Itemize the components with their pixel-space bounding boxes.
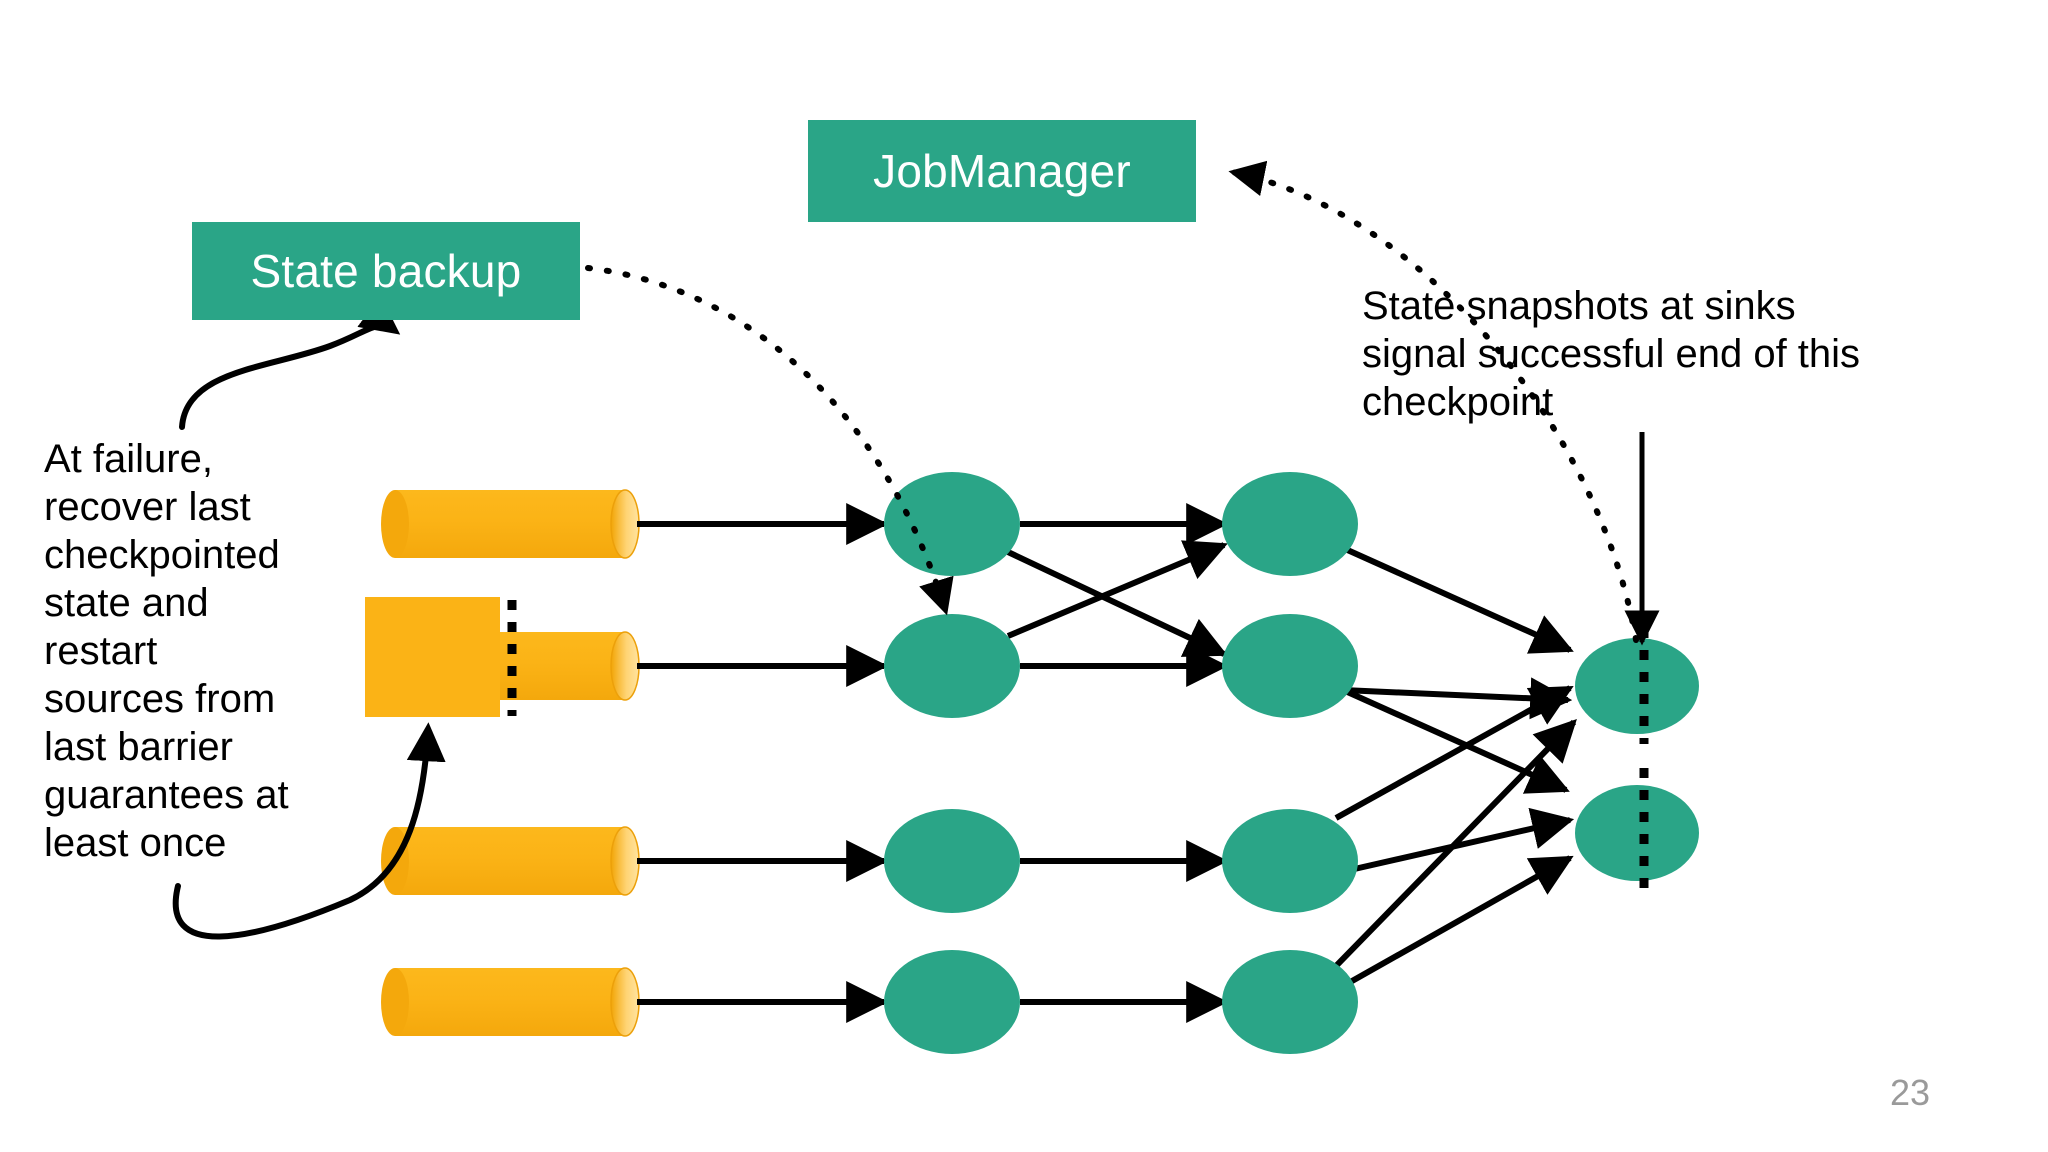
source-cylinder-1 <box>381 489 640 559</box>
operator-op1c <box>884 809 1020 913</box>
failure-recovery-note: At failure, recover last checkpointed st… <box>44 437 289 865</box>
edge-op2c-sink1 <box>1334 685 1574 821</box>
edge-op2c-sink2 <box>1349 807 1575 873</box>
operator-op2b <box>1222 614 1358 718</box>
edge-op1a-op2b <box>1006 549 1228 657</box>
operator-op1a <box>884 472 1020 576</box>
page-number: 23 <box>1890 1072 1931 1113</box>
operator-op1b <box>884 614 1020 718</box>
state-backup-box[interactable]: State backup <box>192 222 580 320</box>
operator-layer-2 <box>1222 472 1358 1054</box>
dotted-arrow-sink-to-jobmanager <box>1228 160 1639 643</box>
operator-op2d <box>1222 950 1358 1054</box>
edge-op1b-op2a <box>1006 540 1228 639</box>
edge-op2d-sink2 <box>1343 855 1574 988</box>
sink-snapshot-note: State snapshots at sinks signal successf… <box>1362 284 1861 424</box>
edge-op2a-sink1 <box>1341 545 1574 654</box>
state-backup-label: State backup <box>250 245 522 297</box>
operator-op1d <box>884 950 1020 1054</box>
sink-layer <box>1575 638 1699 881</box>
sink-node-2 <box>1575 785 1699 881</box>
source-cylinder-3 <box>381 826 640 896</box>
curved-arrow-note-to-source-2 <box>172 722 446 940</box>
edge-op2b-sink2 <box>1341 687 1570 794</box>
edge-op2d-sink1 <box>1333 718 1577 969</box>
source-cylinder-4 <box>381 967 640 1037</box>
sink-node-1 <box>1575 638 1699 734</box>
operator-op2a <box>1222 472 1358 576</box>
jobmanager-box[interactable]: JobManager <box>808 120 1196 222</box>
edge-op2b-sink1 <box>1342 677 1573 720</box>
operator-layer-1 <box>884 472 1020 1054</box>
dotted-arrow-state-backup-to-operator <box>585 265 954 616</box>
jobmanager-label: JobManager <box>873 145 1131 197</box>
curved-arrow-note-to-state-backup <box>179 295 401 430</box>
source-cylinder-2 <box>365 597 640 717</box>
operator-op2c <box>1222 809 1358 913</box>
